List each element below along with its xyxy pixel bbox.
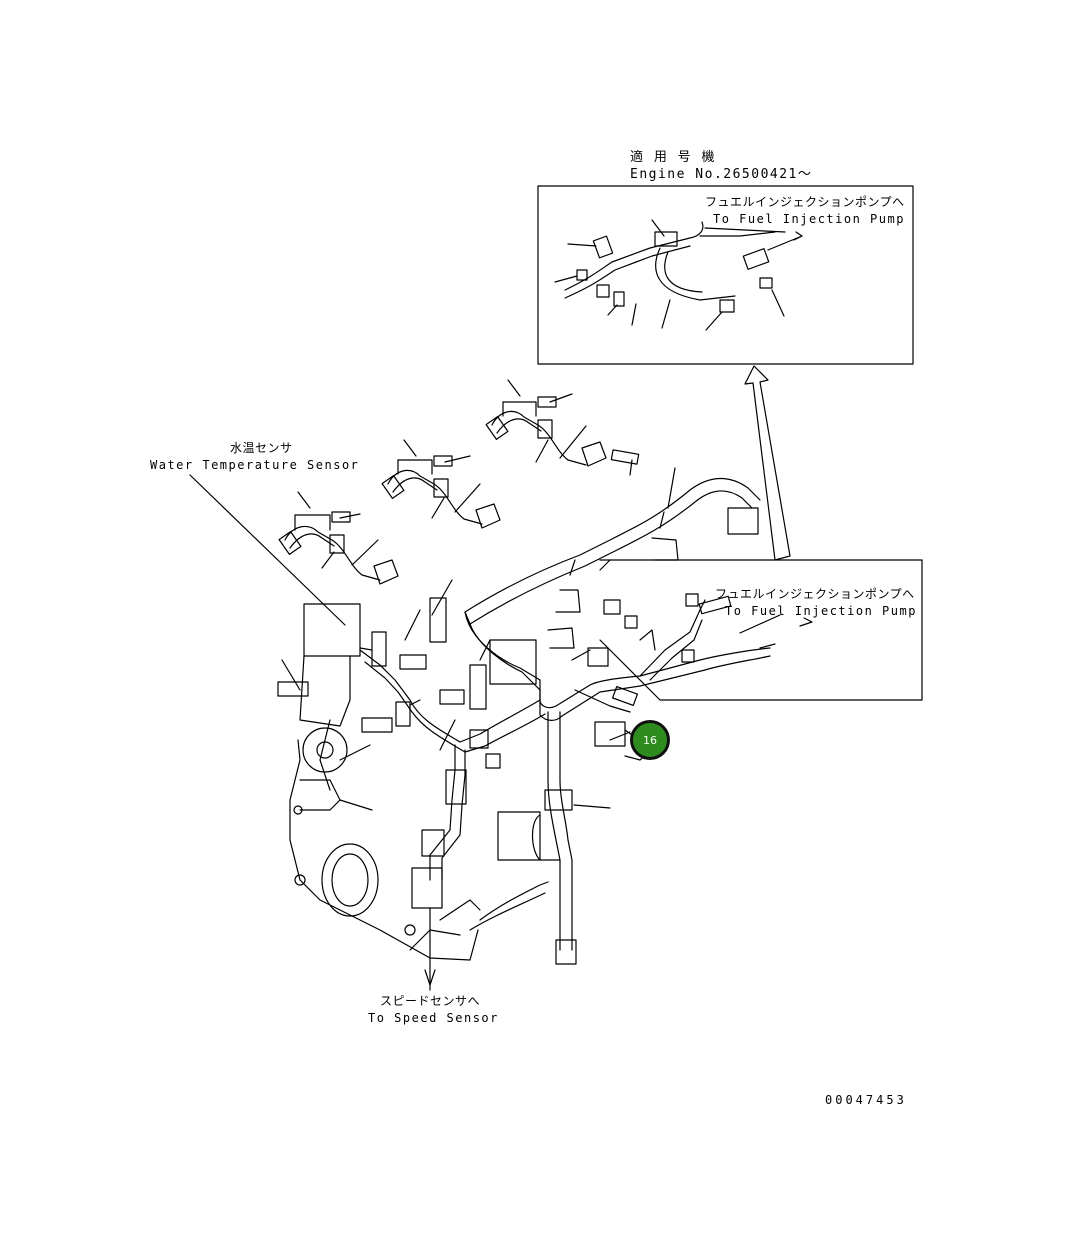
- fuel-pump-label-en-2: To Fuel Injection Pump: [725, 604, 917, 618]
- applicable-serial-label-jp: 適 用 号 機: [630, 150, 716, 165]
- inset-detail-box: [537, 185, 914, 365]
- engine-block: [289, 603, 549, 961]
- speed-sensor-label-jp: スピードセンサへ: [380, 994, 481, 1008]
- fuel-pump-label-en-1: To Fuel Injection Pump: [713, 212, 905, 226]
- water-sensor-label-en: Water Temperature Sensor: [150, 458, 360, 472]
- inset-harness: [554, 219, 803, 331]
- part-callout-16[interactable]: 16: [630, 720, 670, 760]
- fuel-pump-label-jp-1: フュエルインジェクションポンプへ: [705, 195, 905, 209]
- water-sensor-label-jp: 水温センサ: [230, 441, 293, 455]
- leader-misc: [281, 559, 611, 809]
- main-harness: [277, 467, 813, 986]
- injector-connector-3: [297, 379, 640, 509]
- engine-number-label: Engine No.26500421～: [630, 167, 813, 182]
- inset-reference-arrow: [744, 365, 791, 561]
- secondary-detail-frame: [599, 559, 923, 701]
- drawing-number: 00047453: [825, 1093, 907, 1107]
- fuel-pump-label-jp-2: フュエルインジェクションポンプへ: [715, 587, 915, 601]
- injector-connector-1: [278, 511, 399, 585]
- callout-number: 16: [643, 733, 657, 747]
- injector-connector-2: [381, 455, 501, 529]
- speed-sensor-label-en: To Speed Sensor: [368, 1011, 499, 1025]
- water-sensor-leader: [189, 474, 346, 626]
